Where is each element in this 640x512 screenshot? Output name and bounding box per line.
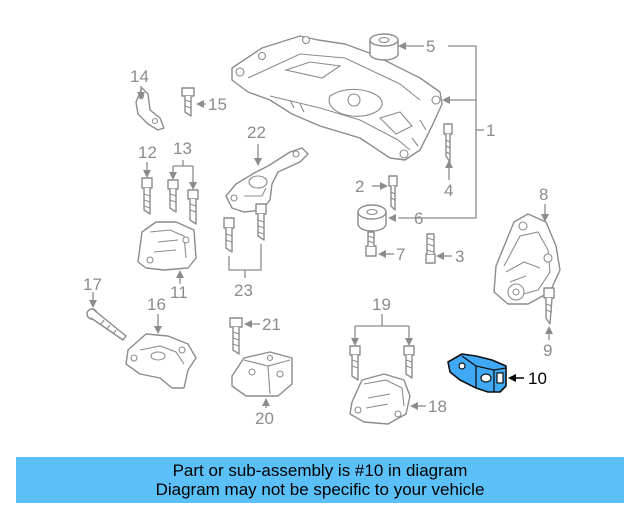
bolt-part-12[interactable]: [141, 177, 153, 215]
leader-lines: [89, 42, 553, 410]
callout-9: 9: [543, 341, 552, 360]
callout-17: 17: [83, 275, 102, 294]
callout-labels: 1 2 3 4 5 6 7 8 9 10 11 12 13 14 15 16 1…: [83, 37, 552, 428]
bolt-part-4[interactable]: [443, 123, 453, 163]
bushing-part-6[interactable]: [357, 204, 387, 232]
highlighted-bracket-part-10[interactable]: [447, 353, 507, 393]
callout-19: 19: [372, 295, 391, 314]
callout-18: 18: [428, 397, 447, 416]
callout-11: 11: [170, 283, 188, 302]
mount-bracket-part-16[interactable]: [125, 333, 197, 389]
callout-23: 23: [234, 281, 253, 300]
bolt-part-17[interactable]: [86, 308, 127, 341]
callout-2: 2: [355, 177, 364, 196]
callout-21: 21: [262, 315, 281, 334]
engine-mount-part-11[interactable]: [137, 221, 197, 271]
subframe-part-1[interactable]: [231, 35, 443, 161]
callout-1: 1: [486, 121, 495, 140]
callout-8: 8: [539, 185, 548, 204]
bolt-part-9[interactable]: [543, 287, 555, 325]
callout-5: 5: [426, 37, 435, 56]
mount-block-part-20[interactable]: [231, 351, 293, 397]
callout-12: 12: [138, 143, 157, 162]
callout-20: 20: [255, 409, 274, 428]
bracket-part-8[interactable]: [493, 213, 561, 305]
callout-10: 10: [528, 369, 547, 388]
callout-6: 6: [414, 209, 423, 228]
bolts-part-23[interactable]: [223, 203, 267, 253]
callout-3: 3: [455, 247, 464, 266]
callout-7: 7: [396, 245, 405, 264]
bolts-part-19[interactable]: [349, 345, 415, 381]
banner-line-1: Part or sub-assembly is #10 in diagram: [172, 461, 468, 480]
bolt-part-3[interactable]: [425, 233, 436, 264]
bolt-part-7[interactable]: [365, 231, 377, 257]
callout-22: 22: [247, 123, 266, 142]
bolt-part-21[interactable]: [229, 317, 243, 355]
diagram-notice-banner: Part or sub-assembly is #10 in diagram D…: [16, 457, 624, 503]
bushing-part-5[interactable]: [369, 33, 399, 61]
mount-part-18[interactable]: [349, 373, 411, 425]
torque-arm-part-22[interactable]: [225, 147, 309, 213]
bolt-part-15[interactable]: [181, 87, 195, 117]
bolt-part-2[interactable]: [388, 175, 398, 211]
callout-4: 4: [444, 181, 453, 200]
callout-14: 14: [130, 67, 149, 86]
bolts-part-13[interactable]: [167, 179, 199, 225]
banner-line-2: Diagram may not be specific to your vehi…: [155, 480, 485, 499]
callout-15: 15: [208, 95, 227, 114]
callout-13: 13: [173, 139, 192, 158]
callout-16: 16: [147, 295, 166, 314]
